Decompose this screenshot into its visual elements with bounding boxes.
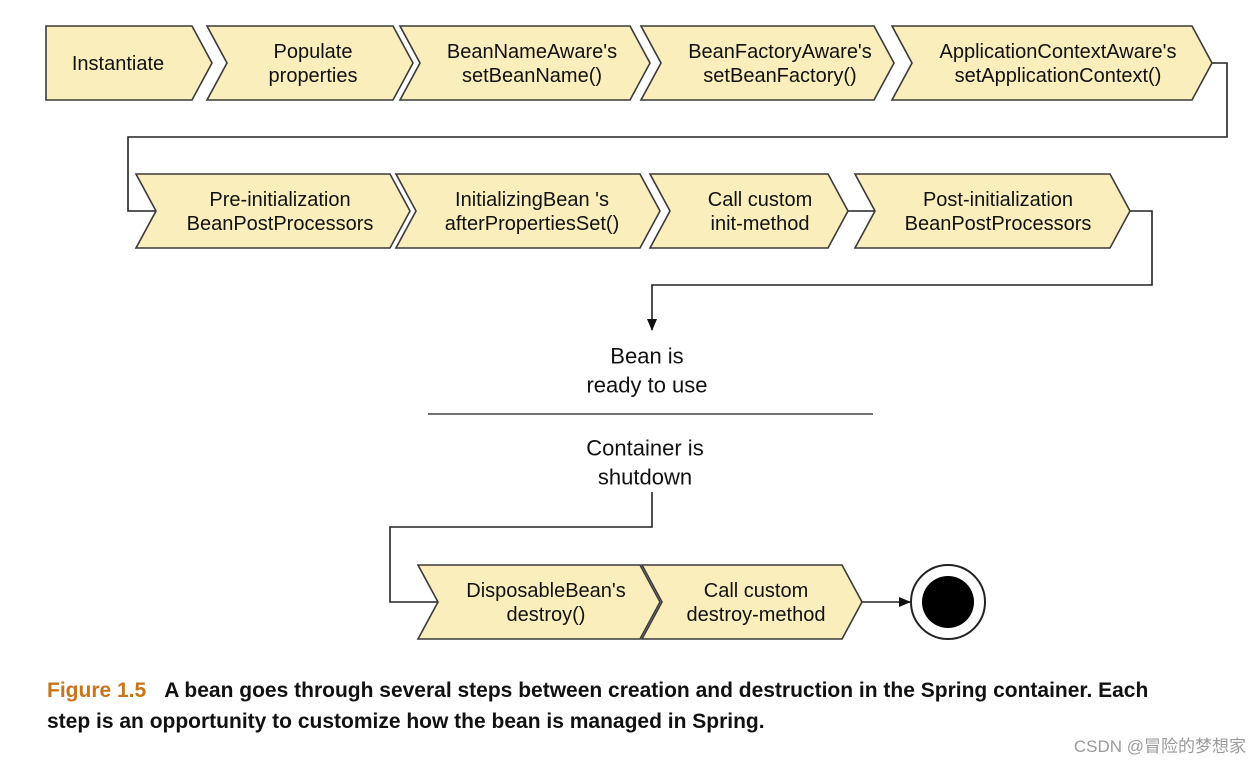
label-line: Instantiate [72,53,164,75]
label-line: init-method [711,213,810,235]
label-line: BeanPostProcessors [905,213,1092,235]
label-line: ApplicationContextAware's [940,41,1177,63]
figure-label: Figure 1.5 [47,679,147,702]
label-line: Bean is [610,344,683,369]
label-line: destroy-method [687,604,826,626]
label-line: setApplicationContext() [955,65,1162,87]
label-line: BeanNameAware's [447,41,617,63]
state-container-shutdown: Container is shutdown [586,436,703,490]
label-line: setBeanName() [462,65,602,87]
state-ready-to-use: Bean is ready to use [586,344,707,398]
label-line: Container is [586,436,703,461]
label-line: setBeanFactory() [703,65,856,87]
label-line: DisposableBean's [466,580,625,602]
label-line: BeanPostProcessors [187,213,374,235]
step-instantiate: Instantiate [45,25,213,101]
figure-caption-text: A bean goes through several steps betwee… [47,679,1149,733]
label-line: Call custom [704,580,808,602]
connector-row1-to-row2 [127,62,1228,212]
label-line: InitializingBean 's [455,189,609,211]
label-line: ready to use [586,373,707,398]
connector-shutdown-to-destroy [389,492,653,603]
end-state-icon [910,564,986,640]
label-line: Post-initialization [923,189,1073,211]
label-line: shutdown [598,465,692,490]
label-line: properties [269,65,358,87]
label-line: Call custom [708,189,812,211]
connector-post-to-ready [647,210,1153,331]
label-line: Pre-initialization [209,189,350,211]
label-line: Populate [274,41,353,63]
label-line: afterPropertiesSet() [445,213,620,235]
label-line: BeanFactoryAware's [688,41,872,63]
svg-text:Instantiate: Instantiate [72,53,164,75]
label-line: destroy() [507,604,586,626]
watermark: CSDN @冒险的梦想家 [1073,737,1246,756]
